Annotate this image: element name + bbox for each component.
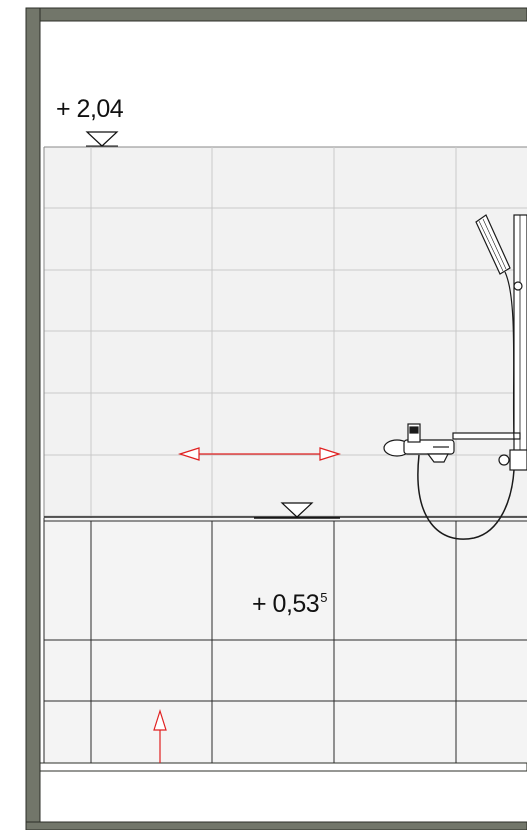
height-arrow — [153, 709, 167, 763]
level-label-top: + 2,04 — [56, 95, 124, 123]
wall-top — [25, 7, 527, 22]
floor-slab — [39, 762, 527, 772]
level-value-mid-superscript: 5 — [320, 590, 327, 605]
hand-shower-icon — [452, 214, 527, 471]
wall-bottom — [25, 821, 527, 830]
level-label-mid: + 0,535 — [252, 591, 327, 617]
level-value-mid: + 0,53 — [252, 590, 320, 618]
level-triangle-icon — [85, 131, 119, 147]
level-triangle-icon — [280, 502, 314, 518]
level-value-top: + 2,04 — [56, 95, 124, 123]
wall-tiling-area — [44, 147, 527, 518]
shower-mixer-icon — [383, 423, 515, 540]
wall-left — [25, 7, 41, 830]
wall-tile-grid — [43, 146, 527, 518]
width-arrow — [178, 447, 341, 461]
